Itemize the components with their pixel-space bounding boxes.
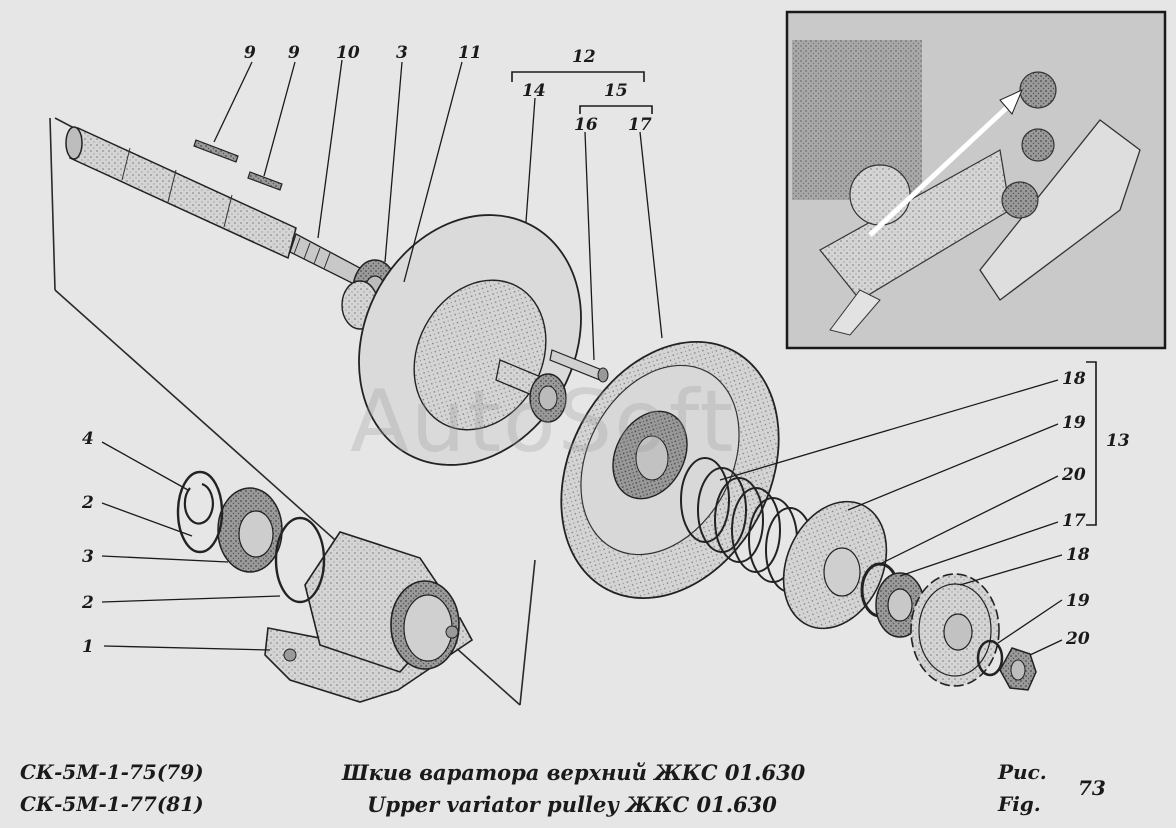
- shaft: [65, 126, 361, 285]
- pin: [549, 349, 609, 383]
- callout-labels: 9 9 10 3 11 12 14 15 16 17 18 19 13 20 1…: [81, 43, 1130, 657]
- inset-arrow: [868, 89, 1023, 237]
- model-line-2: СК-5М-1-77(81): [20, 792, 204, 816]
- callout-1: 1: [82, 637, 94, 657]
- figure-label-russian: Рис.: [998, 760, 1047, 784]
- callout-5: 9: [244, 43, 256, 63]
- callout-15: 19: [1062, 413, 1086, 433]
- callout-3: 3: [396, 43, 408, 63]
- title-english: Upper variator pulley ЖКС 01.630: [367, 792, 777, 817]
- callout-18: 18: [1066, 545, 1090, 565]
- key-6: [247, 171, 283, 191]
- callout-9-right: 13: [1106, 431, 1130, 451]
- callout-19: 19: [1066, 591, 1090, 611]
- pulley-disk-movable: [358, 214, 582, 466]
- callout-7: 10: [336, 43, 360, 63]
- nut: [999, 647, 1037, 691]
- callout-11: 15: [604, 81, 628, 101]
- callout-16: 20: [1061, 465, 1086, 485]
- callout-10: 14: [522, 81, 546, 101]
- callout-14: 18: [1062, 369, 1086, 389]
- key-5: [193, 139, 239, 163]
- callout-13: 17: [628, 115, 652, 135]
- washer: [976, 639, 1004, 677]
- retaining-ring-upper: [176, 470, 224, 554]
- pulley-disk-fixed: [560, 340, 780, 600]
- machine-location-inset: [785, 10, 1167, 350]
- figure-number: 73: [1078, 776, 1106, 800]
- group-brackets: [511, 71, 1097, 526]
- callout-2-upper: 2: [81, 493, 94, 513]
- callout-9: 12: [572, 47, 596, 67]
- sprocket: [910, 573, 1000, 687]
- bearing-housing: [264, 531, 474, 703]
- lower-bearing: [217, 487, 283, 573]
- callout-12: 16: [574, 115, 598, 135]
- circlip: [183, 482, 214, 525]
- callout-6: 9: [288, 43, 300, 63]
- callout-20: 20: [1065, 629, 1090, 649]
- callout-8: 11: [458, 43, 482, 63]
- callout-17: 17: [1062, 511, 1086, 531]
- leader-lines: [101, 59, 1063, 656]
- watermark: AutoSoft: [350, 372, 736, 472]
- retaining-ring-lower: [274, 516, 326, 604]
- callout-4: 4: [82, 429, 94, 449]
- title-russian: Шкив варатора верхний ЖКС 01.630: [342, 760, 806, 785]
- callout-3-lower: 3: [82, 547, 94, 567]
- model-line-1: СК-5М-1-75(79): [20, 760, 204, 784]
- figure-label-english: Fig.: [998, 792, 1041, 816]
- callout-2-lower: 2: [81, 593, 94, 613]
